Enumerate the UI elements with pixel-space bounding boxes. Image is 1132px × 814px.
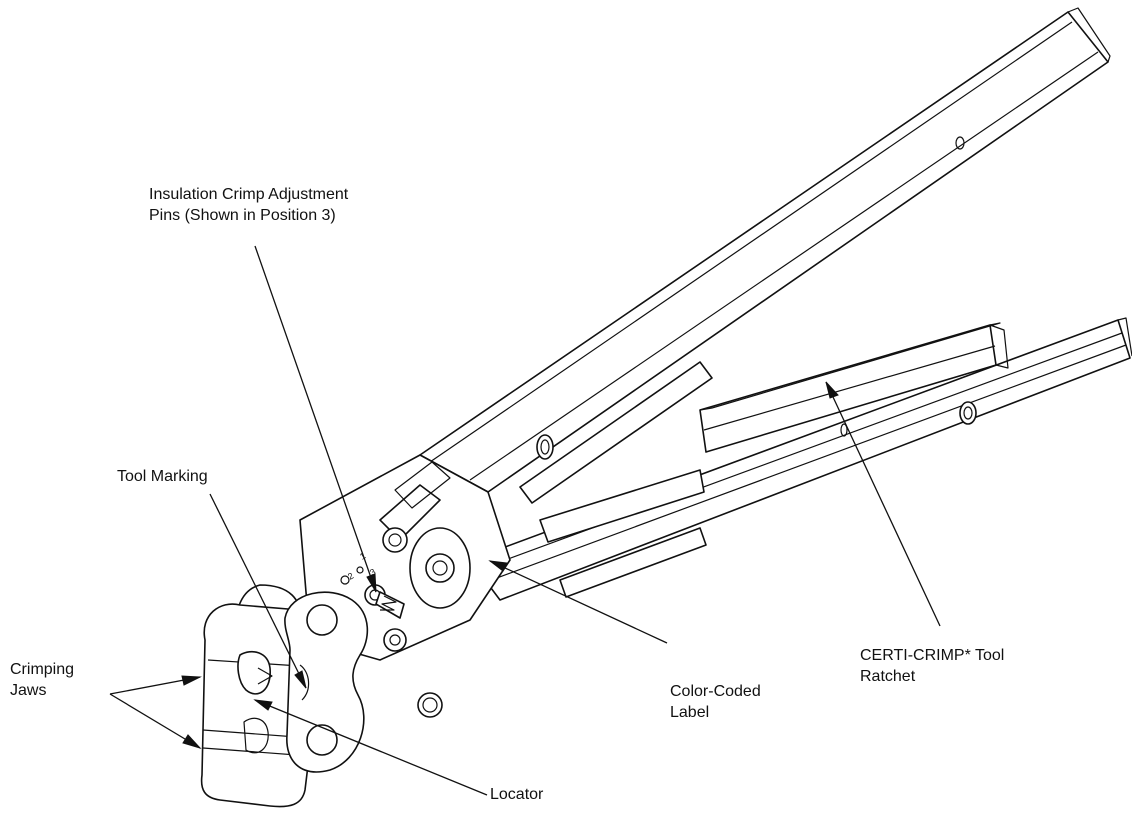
leader-color-label <box>489 560 668 644</box>
die-number-1: 1 <box>358 551 367 562</box>
callout-adjustment-pins: Insulation Crimp Adjustment Pins (Shown … <box>149 184 348 226</box>
leader-adjustment-pins <box>254 245 377 593</box>
callout-ratchet: CERTI-CRIMP* Tool Ratchet <box>860 645 1004 687</box>
callout-crimping-jaws: Crimping Jaws <box>10 659 74 701</box>
arrowhead-icon <box>182 734 202 749</box>
callout-line: Crimping <box>10 661 75 678</box>
callout-line: Label <box>670 704 710 721</box>
callout-line: Ratchet <box>860 668 916 685</box>
callout-line: Insulation Crimp Adjustment <box>149 186 349 203</box>
arrowhead-icon <box>181 675 202 686</box>
arrowhead-icon <box>294 670 307 689</box>
die-number-3: 3 <box>368 567 377 578</box>
arrowhead-icon <box>488 560 508 572</box>
callout-tool-marking: Tool Marking <box>117 466 208 487</box>
callout-line: Color-Coded <box>670 683 761 700</box>
die-number-2: 2 <box>346 571 355 582</box>
callout-locator: Locator <box>490 784 543 805</box>
leader-lines <box>109 245 941 796</box>
leader-ratchet <box>825 381 941 627</box>
callout-line: Locator <box>490 786 544 803</box>
leader-locator <box>254 699 488 796</box>
callout-line: CERTI-CRIMP* Tool <box>860 647 1005 664</box>
callout-line: Tool Marking <box>117 468 208 485</box>
arrowhead-icon <box>825 381 839 399</box>
leader-tool-marking <box>209 493 307 689</box>
arrowhead-icon <box>253 699 273 711</box>
ratchet-bar <box>539 322 1009 543</box>
upper-handle <box>419 7 1111 504</box>
callout-color-label: Color-Coded Label <box>670 681 761 723</box>
callout-line: Pins (Shown in Position 3) <box>149 207 336 224</box>
arrowhead-icon <box>366 573 377 593</box>
callout-line: Jaws <box>10 682 47 699</box>
die-assembly <box>200 584 369 808</box>
